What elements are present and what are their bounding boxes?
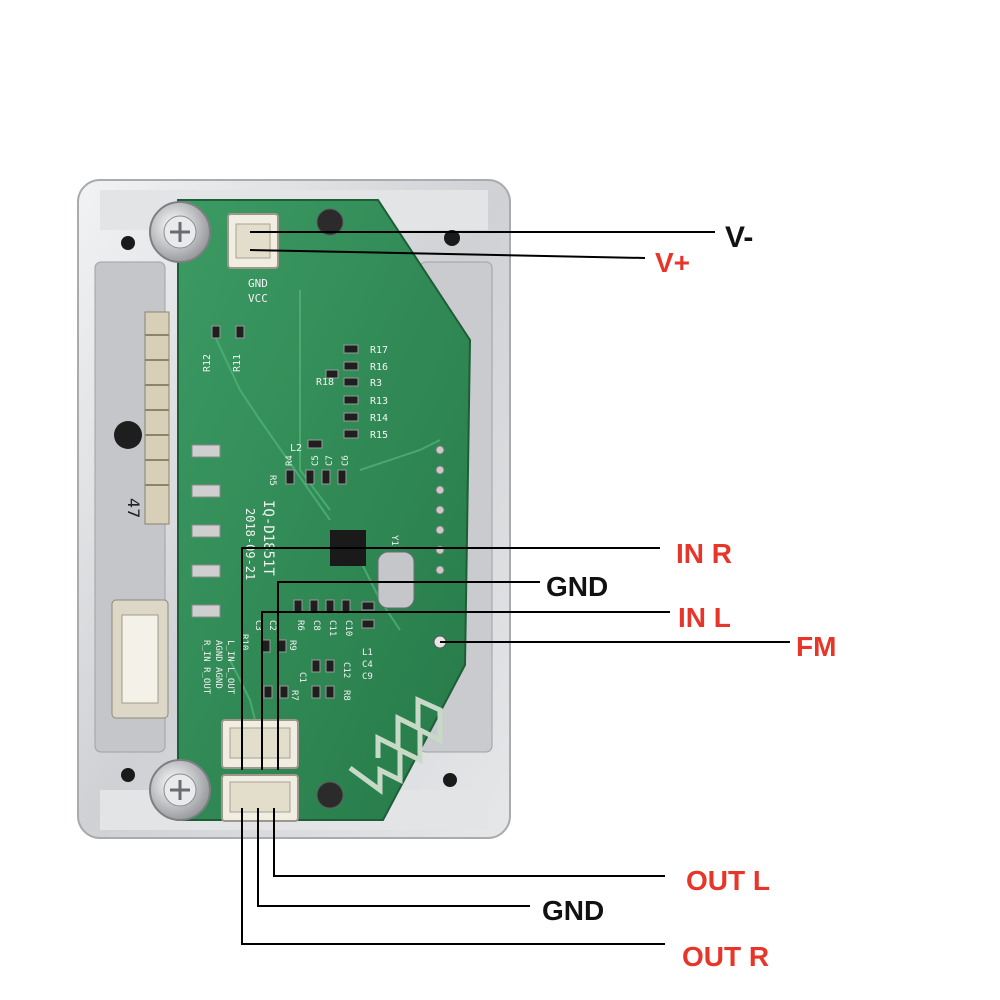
output-connector — [221, 774, 299, 822]
lead-out-r — [241, 808, 665, 945]
silk-pins-bot: R_IN R_OUT — [201, 640, 211, 695]
label-fm: FM — [796, 631, 836, 662]
label-out-l: OUT L — [686, 865, 770, 896]
silk-c10: C10 — [343, 620, 353, 636]
silk-c8: C8 — [311, 620, 321, 631]
lead-in-r — [241, 547, 660, 770]
silk-c4: C4 — [362, 660, 373, 670]
metal-mark: 47 — [124, 498, 143, 518]
lead-out-l — [273, 808, 665, 877]
screw-top-left — [149, 201, 211, 263]
label-in-r: IN R — [676, 538, 732, 569]
mount-hole-bottom-right — [443, 773, 457, 787]
silk-pins-top: L_IN L_OUT — [225, 640, 235, 695]
silk-date: 2018-09-21 — [243, 508, 257, 580]
mount-hole-top-left — [121, 236, 135, 250]
silk-r6: R6 — [295, 620, 305, 631]
side-hole — [114, 421, 142, 449]
bluetooth-antenna — [348, 696, 443, 795]
silk-r8: R8 — [341, 690, 351, 701]
mount-hole-bottom-left — [121, 768, 135, 782]
silk-l2: L2 — [290, 443, 302, 454]
silk-r16: R16 — [370, 362, 388, 373]
silk-r18: R18 — [316, 377, 334, 388]
silk-pins-mid: AGND AGND — [213, 640, 223, 689]
silk-r4: R4 — [285, 455, 295, 466]
silk-r3: R3 — [370, 378, 382, 389]
power-connector — [227, 213, 279, 269]
lead-v-plus — [249, 249, 646, 259]
silk-c5: C5 — [311, 455, 321, 466]
sd-card-slot — [144, 311, 170, 525]
silk-l1: L1 — [362, 648, 373, 658]
label-gnd-in: GND — [546, 571, 608, 602]
lead-gnd-out — [257, 808, 530, 907]
pcb-board: GND VCC R17 R16 R3 R13 R14 R15 R18 R12 R… — [177, 199, 472, 821]
label-out-r: OUT R — [682, 941, 769, 972]
silk-r15: R15 — [370, 430, 388, 441]
pcb-screw-bottom — [316, 781, 344, 809]
crystal — [377, 551, 415, 609]
input-connector — [221, 719, 299, 769]
lead-gnd-in — [277, 581, 540, 770]
silk-y1: Y1 — [389, 535, 399, 546]
label-v-minus: V- — [725, 221, 753, 254]
silk-r7: R7 — [289, 690, 299, 701]
silk-vcc: VCC — [248, 292, 268, 305]
silk-c12: C12 — [341, 662, 351, 678]
lead-lines — [241, 231, 790, 945]
silk-r12: R12 — [202, 354, 213, 372]
silk-r13: R13 — [370, 396, 388, 407]
silk-c6: C6 — [341, 455, 351, 466]
label-v-plus: V+ — [655, 247, 690, 278]
silk-r11: R11 — [232, 354, 243, 372]
screw-bottom-left — [149, 759, 211, 821]
silk-c7: C7 — [325, 455, 335, 466]
lead-in-l — [261, 611, 670, 770]
pcb-screw-top — [316, 208, 344, 236]
silk-c11: C11 — [327, 620, 337, 636]
silk-c9: C9 — [362, 672, 373, 682]
silk-c3: C3 — [253, 620, 263, 631]
silk-r14: R14 — [370, 413, 388, 424]
silk-gnd: GND — [248, 277, 268, 290]
label-in-l: IN L — [678, 602, 731, 633]
silk-r5: R5 — [267, 475, 277, 486]
silk-r10: R10 — [239, 634, 249, 650]
silk-board-id: IQ-D1851T — [260, 500, 276, 576]
silk-r9: R9 — [287, 640, 297, 651]
silk-c2: C2 — [267, 620, 277, 631]
silk-c1: C1 — [297, 672, 307, 683]
label-gnd-out: GND — [542, 895, 604, 926]
mount-hole-top-right — [444, 230, 460, 246]
silk-r17: R17 — [370, 345, 388, 356]
